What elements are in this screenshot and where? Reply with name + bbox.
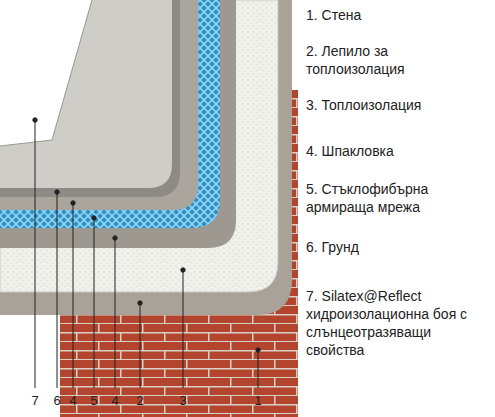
callout-number: 5 [87,393,101,408]
callout-number: 7 [28,393,42,408]
callout-number: 3 [176,393,190,408]
part-label: 4. Шпакловка [306,142,491,160]
callout-number: 4 [66,393,80,408]
part-label: 7. Silatex@Reflect хидроизолационна боя … [306,287,488,359]
callout-number: 1 [251,393,265,408]
callout-number: 4 [108,393,122,408]
part-label: 5. Стъклофибърна армираща мрежа [306,180,434,216]
part-label: 1. Стена [306,6,491,24]
callout-number: 2 [133,393,147,408]
part-label: 3. Топлоизолация [306,96,491,114]
part-label: 2. Лепило за топлоизолация [306,42,418,78]
callout-number: 6 [50,393,64,408]
part-label: 6. Грунд [306,238,491,256]
